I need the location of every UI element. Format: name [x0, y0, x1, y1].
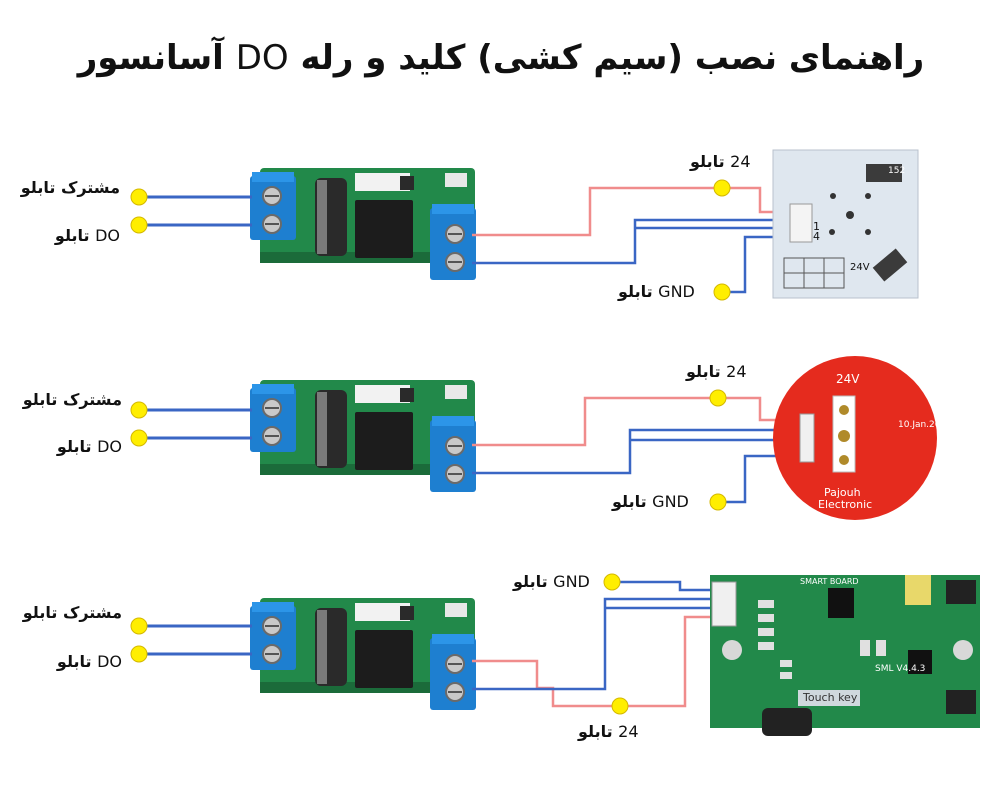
label-common-3: مشترک تابلو — [23, 603, 122, 622]
label-24v-3: 24 تابلو — [578, 722, 639, 741]
row-2 — [130, 356, 937, 520]
label-24v-1: 24 تابلو — [690, 152, 751, 171]
terminal-dot-common-2[interactable] — [130, 401, 148, 419]
square-top-mark: 152 — [888, 166, 906, 176]
label-gnd-1-panel: تابلو — [618, 282, 653, 301]
terminal-dot-24v-3[interactable] — [611, 697, 629, 715]
rect-header: SMART BOARD — [800, 577, 859, 586]
terminal-dot-gnd-1[interactable] — [713, 283, 731, 301]
wire-gnd-1 — [722, 235, 790, 294]
label-do-3-word: DO — [97, 652, 122, 671]
label-common-2: مشترک تابلو — [23, 390, 122, 409]
square-key-board — [772, 149, 919, 299]
label-24v-1-word: 24 — [730, 152, 751, 171]
label-24v-2-panel: تابلو — [686, 362, 721, 381]
label-common-1-word: مشترک — [60, 178, 120, 197]
wire-key-1 — [472, 218, 790, 265]
label-do-1-panel: تابلو — [54, 226, 90, 245]
wire-gnd-3 — [612, 580, 720, 592]
label-common-3-panel: تابلو — [22, 603, 58, 622]
terminal-dot-gnd-2[interactable] — [709, 493, 727, 511]
terminal-dot-24v-1[interactable] — [713, 179, 731, 197]
label-do-2-panel: تابلو — [56, 437, 92, 456]
label-gnd-3-word: GND — [553, 572, 590, 591]
label-24v-2: 24 تابلو — [686, 362, 747, 381]
terminal-dot-do-2[interactable] — [130, 429, 148, 447]
square-pin-1: 1 — [813, 220, 820, 233]
rect-controller-board — [710, 575, 980, 736]
terminal-dot-common-1[interactable] — [130, 188, 148, 206]
label-common-3-word: مشترک — [62, 603, 122, 622]
label-common-2-word: مشترک — [62, 390, 122, 409]
label-do-1: DO تابلو — [55, 226, 120, 245]
label-gnd-2: GND تابلو — [612, 492, 689, 511]
rect-touch: Touch key — [803, 691, 858, 704]
label-do-1-word: DO — [95, 226, 120, 245]
square-side-mark: 24V — [850, 262, 870, 273]
page-title: راهنمای نصب (سیم کشی) کلید و رله DO آسان… — [0, 38, 1002, 78]
label-gnd-2-panel: تابلو — [612, 492, 647, 511]
label-24v-1-panel: تابلو — [690, 152, 725, 171]
wire-key-3 — [472, 597, 720, 691]
row-3 — [130, 573, 980, 736]
round-date: 10.Jan.2024 — [898, 420, 952, 430]
label-do-3-panel: تابلو — [56, 652, 92, 671]
label-gnd-3-panel: تابلو — [513, 572, 548, 591]
wire-key-2 — [472, 428, 805, 475]
label-24v-2-word: 24 — [726, 362, 747, 381]
wire-24v-1 — [472, 186, 790, 237]
round-top-text: 24V — [836, 372, 860, 386]
label-do-2-word: DO — [97, 437, 122, 456]
label-24v-3-word: 24 — [618, 722, 639, 741]
label-common-1-panel: تابلو — [20, 178, 56, 197]
relay-board-2 — [249, 379, 477, 493]
label-do-3: DO تابلو — [57, 652, 122, 671]
rect-version: SML V4.4.3 — [875, 664, 926, 674]
label-gnd-1: GND تابلو — [618, 282, 695, 301]
label-gnd-1-word: GND — [658, 282, 695, 301]
round-maker2: Electronic — [818, 498, 873, 511]
relay-board-3 — [249, 597, 477, 711]
round-maker1: Pajouh — [824, 486, 861, 499]
label-common-2-panel: تابلو — [22, 390, 58, 409]
round-key-board — [773, 356, 937, 520]
label-gnd-2-word: GND — [652, 492, 689, 511]
label-24v-3-panel: تابلو — [578, 722, 613, 741]
title-part3: آسانسور — [77, 38, 224, 78]
square-pin-4: 4 — [813, 230, 820, 243]
relay-board-1 — [249, 167, 477, 281]
terminal-dot-do-3[interactable] — [130, 645, 148, 663]
terminal-dot-common-3[interactable] — [130, 617, 148, 635]
label-common-1: مشترک تابلو — [21, 178, 120, 197]
title-do: DO — [235, 38, 289, 78]
wire-24v-2 — [472, 396, 805, 447]
label-do-2: DO تابلو — [57, 437, 122, 456]
wire-24v-3 — [472, 615, 720, 708]
terminal-dot-gnd-3[interactable] — [603, 573, 621, 591]
terminal-dot-do-1[interactable] — [130, 216, 148, 234]
terminal-dot-24v-2[interactable] — [709, 389, 727, 407]
label-gnd-3: GND تابلو — [513, 572, 590, 591]
title-part1: راهنمای نصب (سیم کشی) کلید و رله — [300, 38, 925, 78]
row-1 — [130, 149, 919, 301]
